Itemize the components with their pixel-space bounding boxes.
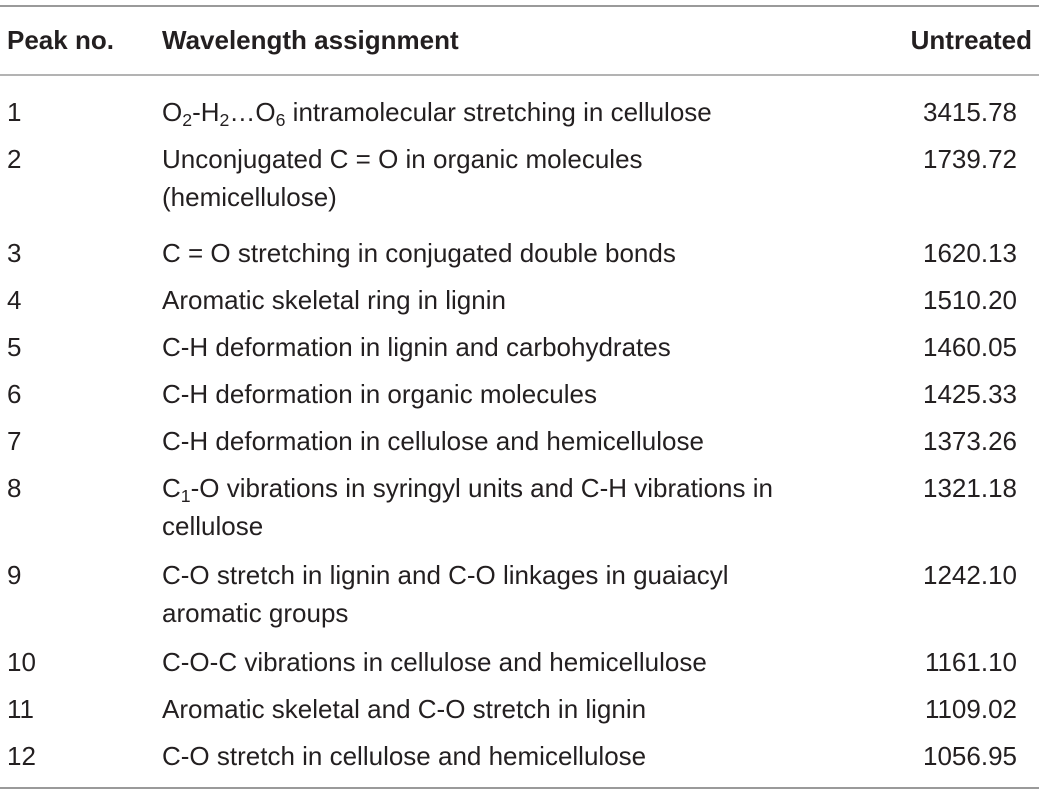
untreated-value: 1321.18 bbox=[923, 473, 1017, 503]
table-bottom-rule bbox=[0, 787, 1039, 789]
wavelength-assignment: Aromatic skeletal ring in lignin bbox=[162, 281, 862, 319]
untreated-value: 1425.33 bbox=[923, 379, 1017, 409]
text-fragment: O bbox=[162, 97, 183, 127]
peak-number: 5 bbox=[7, 332, 22, 362]
peak-number: 6 bbox=[7, 379, 22, 409]
table-top-rule bbox=[0, 5, 1039, 7]
assignment-line-1: C1-O vibrations in syringyl units and C-… bbox=[162, 469, 862, 507]
header-wavelength-assignment: Wavelength assignment bbox=[162, 25, 459, 55]
untreated-value: 1242.10 bbox=[923, 560, 1017, 590]
wavelength-assignment: C-O stretch in cellulose and hemicellulo… bbox=[162, 737, 862, 775]
text-fragment: C-O stretch in cellulose and hemicellulo… bbox=[162, 741, 647, 771]
assignment-line-1: C-O-C vibrations in cellulose and hemice… bbox=[162, 643, 862, 681]
text-fragment: …O bbox=[229, 97, 276, 127]
assignment-line-2: cellulose bbox=[162, 511, 264, 541]
text-fragment: C = O stretching in conjugated double bo… bbox=[162, 238, 676, 268]
header-untreated: Untreated bbox=[910, 25, 1032, 55]
peak-number: 9 bbox=[7, 560, 22, 590]
assignment-line-1: C-O stretch in cellulose and hemicellulo… bbox=[162, 737, 862, 775]
assignment-line-2: aromatic groups bbox=[162, 598, 349, 628]
text-fragment: C-H deformation in lignin and carbohydra… bbox=[162, 332, 671, 362]
untreated-value: 1056.95 bbox=[923, 741, 1017, 771]
untreated-value: 1109.02 bbox=[924, 694, 1017, 724]
text-fragment: Aromatic skeletal ring in lignin bbox=[162, 285, 506, 315]
wavelength-assignment: C-H deformation in organic molecules bbox=[162, 375, 862, 413]
assignment-line-1: C = O stretching in conjugated double bo… bbox=[162, 234, 862, 272]
peak-number: 7 bbox=[7, 426, 22, 456]
text-fragment: C-O stretch in lignin and C-O linkages i… bbox=[162, 560, 729, 590]
peak-number: 10 bbox=[7, 647, 36, 677]
text-fragment: C-H deformation in organic molecules bbox=[162, 379, 597, 409]
untreated-value: 1161.10 bbox=[924, 647, 1017, 677]
table-header-rule bbox=[0, 74, 1039, 76]
peak-number: 12 bbox=[7, 741, 36, 771]
header-peak-no: Peak no. bbox=[7, 25, 114, 55]
wavelength-assignment: C-O-C vibrations in cellulose and hemice… bbox=[162, 643, 862, 681]
wavelength-assignment: Unconjugated C = O in organic molecules (… bbox=[162, 140, 862, 216]
subscript: 2 bbox=[219, 109, 230, 130]
assignment-line-1: C-H deformation in cellulose and hemicel… bbox=[162, 422, 862, 460]
peak-number: 8 bbox=[7, 473, 22, 503]
wavelength-assignment: C-H deformation in cellulose and hemicel… bbox=[162, 422, 862, 460]
untreated-value: 1620.13 bbox=[923, 238, 1017, 268]
text-fragment: C-O-C vibrations in cellulose and hemice… bbox=[162, 647, 707, 677]
text-fragment: Unconjugated C = O in organic molecules bbox=[162, 144, 643, 174]
untreated-value: 1739.72 bbox=[923, 144, 1017, 174]
wavelength-assignment: Aromatic skeletal and C-O stretch in lig… bbox=[162, 690, 862, 728]
text-fragment: C bbox=[162, 473, 181, 503]
subscript: 1 bbox=[180, 485, 191, 506]
untreated-value: 3415.78 bbox=[923, 97, 1017, 127]
wavelength-assignment: C = O stretching in conjugated double bo… bbox=[162, 234, 862, 272]
untreated-value: 1373.26 bbox=[923, 426, 1017, 456]
untreated-value: 1510.20 bbox=[923, 285, 1017, 315]
text-fragment: intramolecular stretching in cellulose bbox=[285, 97, 712, 127]
wavelength-assignment: C-O stretch in lignin and C-O linkages i… bbox=[162, 556, 862, 632]
peak-number: 3 bbox=[7, 238, 22, 268]
subscript: 2 bbox=[182, 109, 193, 130]
assignment-line-1: C-H deformation in lignin and carbohydra… bbox=[162, 328, 862, 366]
peak-number: 11 bbox=[7, 694, 34, 724]
text-fragment: C-H deformation in cellulose and hemicel… bbox=[162, 426, 704, 456]
text-fragment: Aromatic skeletal and C-O stretch in lig… bbox=[162, 694, 647, 724]
wavelength-assignment: C-H deformation in lignin and carbohydra… bbox=[162, 328, 862, 366]
assignment-line-1: Unconjugated C = O in organic molecules bbox=[162, 140, 862, 178]
assignment-line-1: C-H deformation in organic molecules bbox=[162, 375, 862, 413]
subscript: 6 bbox=[275, 109, 286, 130]
assignment-line-1: Aromatic skeletal and C-O stretch in lig… bbox=[162, 690, 862, 728]
peak-number: 4 bbox=[7, 285, 22, 315]
text-fragment: -O vibrations in syringyl units and C-H … bbox=[190, 473, 773, 503]
assignment-line-1: O2-H2…O6 intramolecular stretching in ce… bbox=[162, 93, 862, 131]
peak-number: 2 bbox=[7, 144, 22, 174]
assignment-line-1: Aromatic skeletal ring in lignin bbox=[162, 281, 862, 319]
text-fragment: -H bbox=[192, 97, 220, 127]
assignment-line-2: (hemicellulose) bbox=[162, 182, 337, 212]
peak-number: 1 bbox=[7, 97, 22, 127]
wavelength-assignment: C1-O vibrations in syringyl units and C-… bbox=[162, 469, 862, 545]
wavelength-assignment: O2-H2…O6 intramolecular stretching in ce… bbox=[162, 93, 862, 131]
untreated-value: 1460.05 bbox=[923, 332, 1017, 362]
assignment-line-1: C-O stretch in lignin and C-O linkages i… bbox=[162, 556, 862, 594]
